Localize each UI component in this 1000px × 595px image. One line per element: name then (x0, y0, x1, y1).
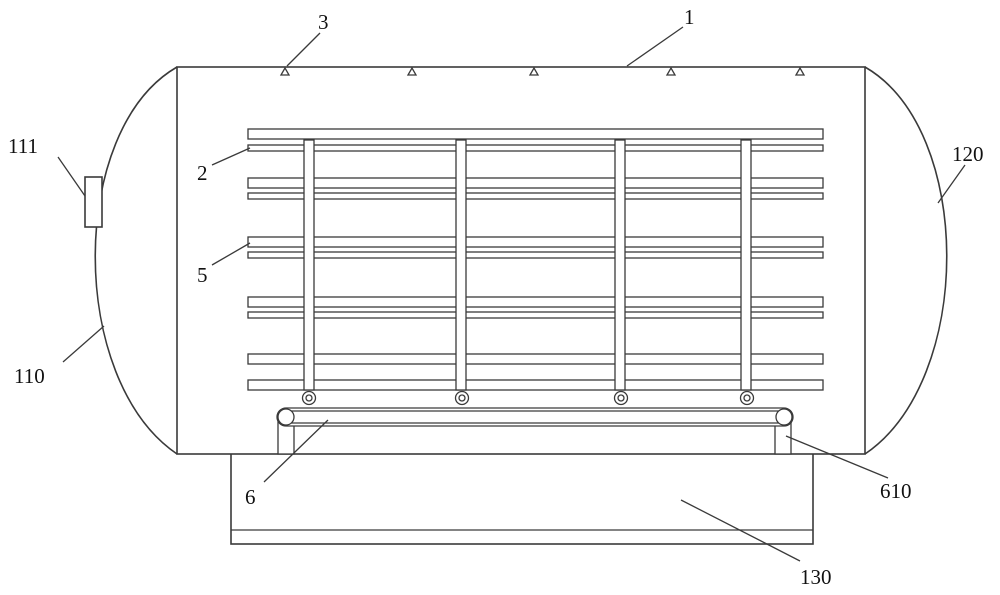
conveyor-pulley-left (277, 408, 295, 426)
shelf-bar (247, 311, 824, 319)
left-end-cap (94, 66, 178, 455)
nozzle (665, 66, 677, 76)
rack-posts (303, 139, 752, 391)
leader-line-120 (937, 164, 966, 204)
roller-core (458, 394, 466, 402)
roller (301, 390, 317, 406)
shelf-bar (247, 128, 824, 140)
label-conveyor: 6 (245, 485, 256, 509)
main-housing (176, 66, 866, 455)
shelf-rack (247, 128, 824, 391)
leader-line-3 (286, 32, 321, 67)
conveyor (276, 407, 794, 455)
leader-line-130 (680, 499, 801, 562)
roller-core (305, 394, 313, 402)
roller (613, 390, 629, 406)
label-shelf-upper: 2 (197, 161, 208, 185)
shelf-bar (247, 177, 824, 189)
shelf-bar (247, 192, 824, 200)
label-shelf-middle: 5 (197, 263, 208, 287)
label-base: 130 (800, 565, 832, 589)
leader-lines (57, 26, 966, 562)
rack-post (455, 139, 467, 391)
label-right-cap: 120 (952, 142, 984, 166)
shelf-bar (247, 296, 824, 308)
leader-line-111 (57, 156, 86, 197)
nozzle (528, 66, 540, 76)
rack-post (614, 139, 626, 391)
side-port (84, 176, 103, 228)
shelf-bar (247, 379, 824, 391)
right-end-cap (864, 66, 948, 455)
label-port: 111 (8, 134, 38, 158)
shelf-bar (247, 144, 824, 152)
nozzle (794, 66, 806, 76)
rack-rollers (301, 390, 755, 406)
leader-line-2 (211, 147, 251, 166)
roller (454, 390, 470, 406)
leader-line-610 (785, 435, 889, 479)
nozzle (406, 66, 418, 76)
shelf-bar (247, 251, 824, 259)
conveyor-belt (276, 407, 794, 427)
roller (739, 390, 755, 406)
rack-post (303, 139, 315, 391)
label-left-cap: 110 (14, 364, 45, 388)
leader-line-110 (62, 325, 105, 363)
label-conveyor-support: 610 (880, 479, 912, 503)
base-box (230, 452, 814, 545)
leader-line-6 (263, 419, 329, 483)
conveyor-pulley-right (775, 408, 793, 426)
roller-core (617, 394, 625, 402)
roller-core (743, 394, 751, 402)
rack-post (740, 139, 752, 391)
leader-line-1 (626, 26, 684, 67)
shelf-bar (247, 236, 824, 248)
shelf-bar (247, 353, 824, 365)
nozzle-row (279, 66, 806, 76)
label-housing: 1 (684, 5, 695, 29)
label-nozzle: 3 (318, 10, 329, 34)
nozzle (279, 66, 291, 76)
leader-line-5 (211, 242, 251, 266)
